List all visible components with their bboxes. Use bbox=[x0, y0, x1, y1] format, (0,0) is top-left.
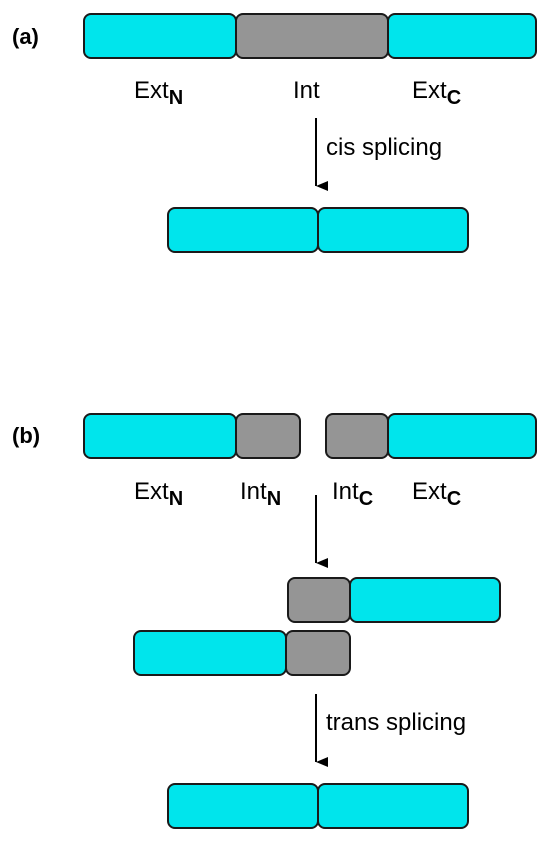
panel-b-product-ext-c bbox=[317, 783, 469, 829]
panel-b-int-n-segment bbox=[235, 413, 301, 459]
panel-a-product-ext-n bbox=[167, 207, 319, 253]
panel-b-ext-n-segment bbox=[83, 413, 237, 459]
panel-b-step-label: trans splicing bbox=[326, 709, 466, 736]
panel-a-ext-n-segment bbox=[83, 13, 237, 59]
panel-b-complex-ext-c bbox=[349, 577, 501, 623]
panel-b-int-n-label: IntN bbox=[240, 478, 281, 510]
panel-a-ext-n-label: ExtN bbox=[134, 77, 183, 109]
panel-b-ext-c-segment bbox=[387, 413, 537, 459]
panel-a-ext-c-label: ExtC bbox=[412, 77, 461, 109]
panel-b-complex-int-n bbox=[285, 630, 351, 676]
panel-a-label: (a) bbox=[12, 24, 39, 49]
panel-b-ext-c-label: ExtC bbox=[412, 478, 461, 510]
panel-b-complex-int-c bbox=[287, 577, 351, 623]
panel-a-ext-c-segment bbox=[387, 13, 537, 59]
panel-a-int-label: Int bbox=[293, 77, 320, 104]
panel-a-int-segment bbox=[235, 13, 389, 59]
panel-b: (b) ExtN IntN IntC ExtC trans splicing bbox=[12, 413, 537, 829]
panel-b-complex-ext-n bbox=[133, 630, 287, 676]
panel-b-product-ext-n bbox=[167, 783, 319, 829]
panel-a-product-ext-c bbox=[317, 207, 469, 253]
panel-b-ext-n-label: ExtN bbox=[134, 478, 183, 510]
panel-b-label: (b) bbox=[12, 423, 40, 448]
panel-a-step-label: cis splicing bbox=[326, 134, 442, 161]
panel-b-int-c-label: IntC bbox=[332, 478, 373, 510]
panel-b-int-c-segment bbox=[325, 413, 389, 459]
panel-a: (a) ExtN Int ExtC cis splicing bbox=[12, 13, 537, 253]
